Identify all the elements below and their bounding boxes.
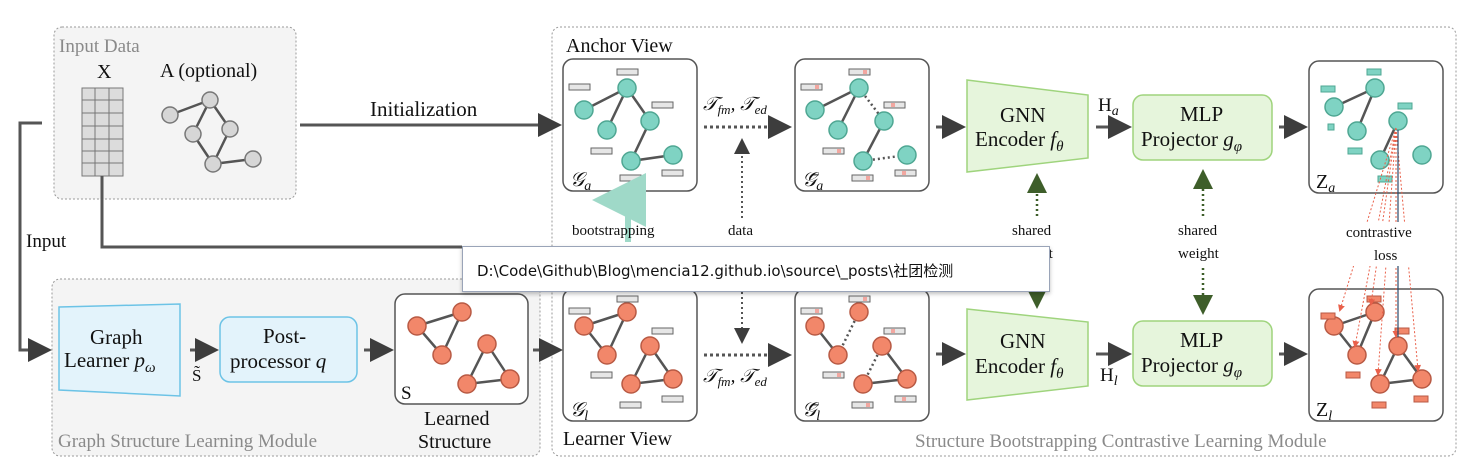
learner-encoder-line1: GNN bbox=[1000, 329, 1046, 353]
anchor-encoder-line1: GNN bbox=[1000, 103, 1046, 127]
learned-label-1: Learned bbox=[424, 408, 490, 430]
learner-aug-label: 𝒯fm, 𝒯ed bbox=[703, 366, 767, 389]
sbcl-module-frame bbox=[551, 26, 1457, 457]
anchor-proj-line1: MLP bbox=[1180, 102, 1223, 126]
h-a-label: Ha bbox=[1098, 95, 1119, 119]
shared-weight-encoder-label1: shared bbox=[1012, 223, 1052, 239]
path-tooltip: D:\Code\Github\Blog\mencia12.github.io\s… bbox=[462, 246, 1050, 292]
input-graph-icon bbox=[161, 91, 262, 173]
graph-learner-line2: Learner pω bbox=[64, 348, 156, 376]
a-optional-label: A (optional) bbox=[160, 60, 257, 82]
input-data-title: Input Data bbox=[59, 36, 140, 57]
z-a-graph bbox=[1320, 68, 1432, 183]
learner-encoder-line2: Encoder fθ bbox=[975, 354, 1064, 382]
anchor-encoder-line2: Encoder fθ bbox=[975, 127, 1064, 155]
shared-weight-proj-label2: weight bbox=[1178, 246, 1220, 262]
shared-weight-proj-label1: shared bbox=[1178, 223, 1218, 239]
learner-proj-line2: Projector gφ bbox=[1141, 353, 1242, 381]
learner-graph bbox=[568, 295, 684, 409]
anchor-proj-line2: Projector gφ bbox=[1141, 127, 1242, 155]
learner-aug-graph-label: 𝒢̄l bbox=[802, 399, 820, 424]
path-tooltip-text: D:\Code\Github\Blog\mencia12.github.io\s… bbox=[477, 262, 954, 280]
anchor-aug-graph-label: 𝒢̄a bbox=[802, 169, 823, 194]
post-processor-line2: processor q bbox=[230, 349, 327, 373]
learner-view-title: Learner View bbox=[563, 428, 672, 450]
graph-learner-line1: Graph bbox=[90, 325, 143, 349]
bootstrap-line bbox=[100, 176, 462, 249]
learned-structure-graph bbox=[407, 302, 520, 394]
h-l-label: Hl bbox=[1100, 365, 1118, 389]
initialization-label: Initialization bbox=[370, 97, 478, 121]
s-label: S bbox=[401, 383, 412, 404]
bootstrapping-label: bootstrapping bbox=[572, 223, 655, 239]
learned-label-2: Structure bbox=[418, 431, 491, 453]
x-matrix-label: X bbox=[97, 61, 112, 83]
anchor-graph-label: 𝒢a bbox=[570, 169, 591, 194]
gsl-module-title: Graph Structure Learning Module bbox=[58, 431, 317, 452]
anchor-mlp-projector[interactable] bbox=[1132, 94, 1273, 161]
contrastive-label-1: contrastive bbox=[1346, 225, 1412, 241]
input-label: Input bbox=[26, 231, 67, 252]
learner-graph-label: 𝒢l bbox=[570, 399, 588, 424]
learner-aug-graph bbox=[800, 295, 917, 409]
anchor-aug-label: 𝒯fm, 𝒯ed bbox=[703, 94, 767, 117]
z-l-label: Zl bbox=[1316, 399, 1332, 424]
s-tilde-label: S̃ bbox=[192, 366, 201, 385]
anchor-gnn-encoder[interactable] bbox=[966, 79, 1089, 173]
input-arrow bbox=[18, 121, 52, 362]
feature-matrix bbox=[81, 87, 124, 177]
contrastive-label-bg bbox=[1342, 222, 1434, 266]
post-processor-box[interactable] bbox=[219, 316, 358, 383]
post-processor-line1: Post- bbox=[263, 324, 306, 348]
contrastive-label-2: loss bbox=[1374, 248, 1398, 264]
anchor-aug-graph-box bbox=[794, 58, 930, 192]
anchor-view-title: Anchor View bbox=[566, 35, 673, 57]
graph-learner-box[interactable] bbox=[58, 303, 181, 397]
learner-gnn-encoder[interactable] bbox=[966, 308, 1089, 401]
z-a-label: Za bbox=[1316, 171, 1335, 196]
data-label: data bbox=[728, 223, 753, 239]
learner-mlp-projector[interactable] bbox=[1132, 320, 1273, 387]
anchor-graph bbox=[568, 68, 684, 182]
anchor-aug-graph bbox=[800, 68, 917, 182]
sbcl-module-title: Structure Bootstrapping Contrastive Lear… bbox=[915, 431, 1327, 452]
learner-proj-line1: MLP bbox=[1180, 328, 1223, 352]
